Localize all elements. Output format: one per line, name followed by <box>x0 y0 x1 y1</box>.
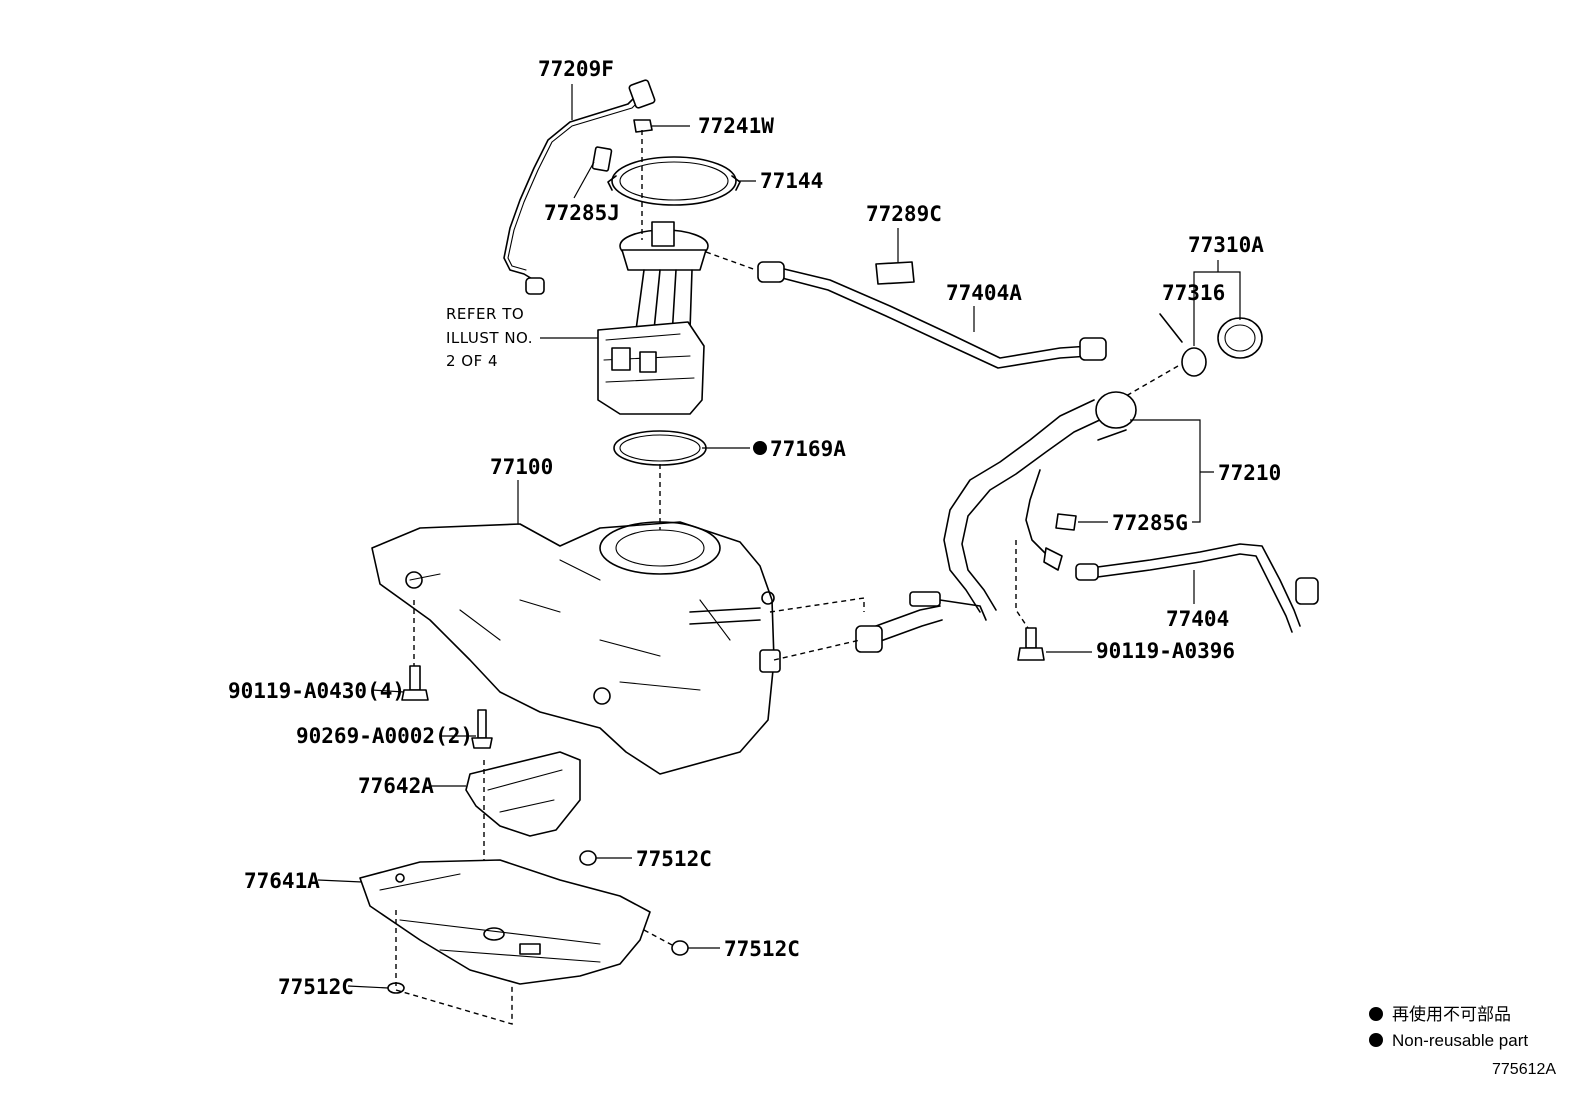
refer-note-line-2: ILLUST NO. <box>446 329 533 347</box>
label-77512c-right: 77512C <box>724 937 800 961</box>
label-77100: 77100 <box>490 455 553 479</box>
legend-bullet-2 <box>1369 1033 1383 1047</box>
legend-text-english: Non-reusable part <box>1392 1031 1528 1050</box>
cap-strap-77316 <box>1159 313 1207 377</box>
label-77316: 77316 <box>1162 281 1225 305</box>
gasket-77169a <box>613 430 707 466</box>
label-90119-a0396: 90119-A0396 <box>1096 639 1235 663</box>
label-77641a: 77641A <box>244 869 320 893</box>
label-77310a: 77310A <box>1188 233 1264 257</box>
vent-tube-77209f <box>503 79 656 295</box>
legend-bullet-1 <box>1369 1007 1383 1021</box>
stud-90269-a0002 <box>471 709 493 749</box>
legend: 再使用不可部品 Non-reusable part <box>1369 1004 1528 1050</box>
filler-pipe-77210 <box>909 391 1137 621</box>
non-reusable-marker-77169a <box>753 441 767 455</box>
breather-hose-77404 <box>1043 543 1319 633</box>
hose-77404a <box>757 261 1107 369</box>
refer-note-line-3: 2 OF 4 <box>446 352 498 370</box>
bolt-90119-a0430 <box>401 665 429 701</box>
label-77404: 77404 <box>1166 607 1229 631</box>
bolt-90119-a0396 <box>1017 627 1045 661</box>
fuel-pump-assembly <box>597 221 709 415</box>
label-90119-a0430: 90119-A0430(4) <box>228 679 405 703</box>
fill-hose-connector <box>855 605 943 653</box>
clip-77512c-upper <box>579 850 597 866</box>
clip-77512c-right <box>671 940 689 956</box>
refer-note-line-1: REFER TO <box>446 305 524 323</box>
label-77512c-lower: 77512C <box>278 975 354 999</box>
label-90269-a0002: 90269-A0002(2) <box>296 724 473 748</box>
label-77144: 77144 <box>760 169 823 193</box>
illustration-code: 775612A <box>1492 1061 1556 1078</box>
clamp-77285g <box>1055 513 1077 531</box>
clip-77241w <box>633 119 653 133</box>
fuel-tank-77100 <box>371 521 781 775</box>
retainer-ring-77144 <box>607 156 741 206</box>
label-77285j: 77285J <box>544 201 620 225</box>
protector-77641a <box>359 859 651 985</box>
label-77210: 77210 <box>1218 461 1281 485</box>
label-77289c: 77289C <box>866 202 942 226</box>
clamp-77289c <box>875 261 915 285</box>
label-77285g: 77285G <box>1112 511 1188 535</box>
label-77169a: 77169A <box>770 437 846 461</box>
label-77404a: 77404A <box>946 281 1022 305</box>
legend-text-japanese: 再使用不可部品 <box>1392 1004 1511 1024</box>
label-77512c-upper: 77512C <box>636 847 712 871</box>
clamp-77285j <box>591 146 613 172</box>
fuel-cap-77310a <box>1217 317 1263 359</box>
label-77642a: 77642A <box>358 774 434 798</box>
assembly-lines <box>395 130 1179 1025</box>
leader-lines <box>317 84 1241 989</box>
label-77241w: 77241W <box>698 114 774 138</box>
label-77209f: 77209F <box>538 57 614 81</box>
protector-77642a <box>465 751 581 837</box>
